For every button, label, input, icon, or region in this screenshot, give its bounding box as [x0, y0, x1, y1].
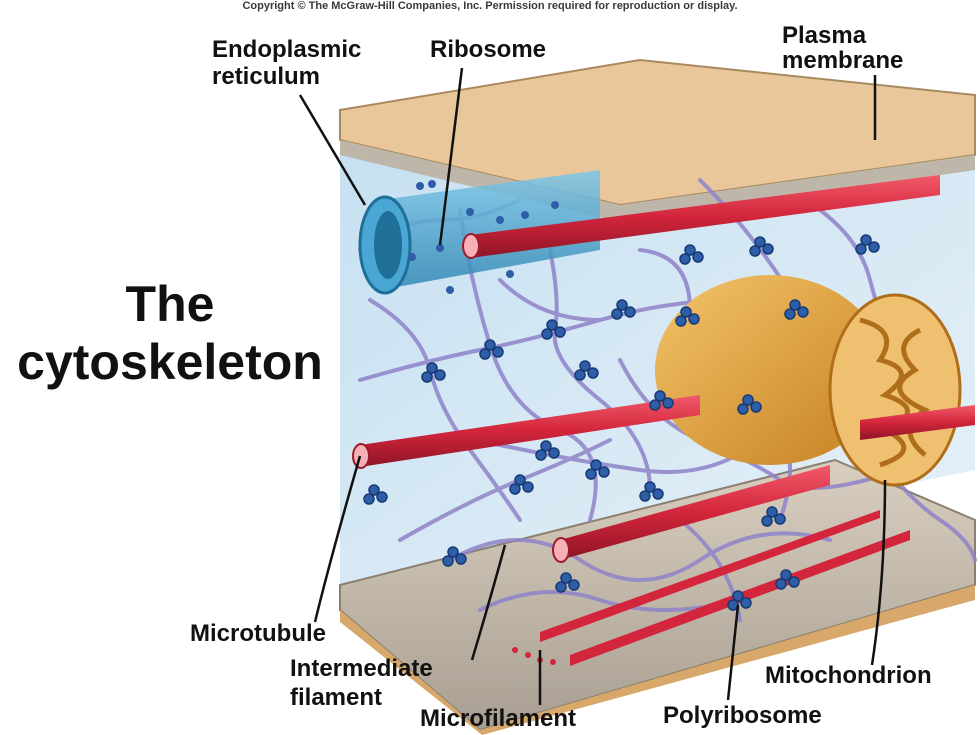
- label-microfilament: Microfilament: [420, 705, 577, 732]
- polyribosome: [784, 299, 809, 320]
- mitochondrion: [655, 275, 962, 487]
- label-endoplasmic-reticulum-2: reticulum: [212, 63, 321, 90]
- polyribosome: [639, 481, 664, 502]
- microtubule: [540, 510, 880, 642]
- polyribosome: [535, 440, 560, 461]
- label-plasma-membrane-2: membrane: [782, 47, 904, 74]
- ribosomes: [408, 180, 559, 294]
- title-line-2: cytoskeleton: [17, 334, 323, 390]
- polyribosome: [363, 484, 388, 505]
- polyribosome: [749, 236, 774, 257]
- polyribosome: [479, 339, 504, 360]
- polyribosome: [442, 546, 467, 567]
- endoplasmic-reticulum: [358, 170, 600, 295]
- label-ribosome: Ribosome: [430, 36, 547, 63]
- microtubule: [352, 395, 700, 469]
- microtubule: [860, 405, 975, 440]
- polyribosome: [675, 306, 700, 327]
- leader-mitochondrion: [870, 479, 887, 666]
- leader-microtubule: [313, 455, 362, 623]
- polyribosome: [649, 390, 674, 411]
- polyribosome: [761, 506, 786, 527]
- polyribosome: [421, 362, 446, 383]
- polyribosome: [509, 474, 534, 495]
- title-line-1: The: [125, 276, 215, 332]
- label-mitochondrion: Mitochondrion: [765, 662, 932, 689]
- leader-ribosome: [438, 67, 464, 246]
- leader-lines: [298, 67, 887, 705]
- label-plasma-membrane-1: Plasma: [782, 22, 867, 49]
- polyribosome: [611, 299, 636, 320]
- polyribosome: [679, 244, 704, 265]
- polyribosome: [855, 234, 880, 255]
- microtubule: [462, 175, 940, 259]
- label-polyribosome: Polyribosome: [663, 702, 822, 729]
- label-intermediate-filament-2: filament: [290, 684, 383, 711]
- polyribosomes: [363, 234, 880, 611]
- microtubule: [552, 465, 830, 563]
- polyribosome: [555, 572, 580, 593]
- microfilament-ends: [512, 647, 556, 665]
- leader-intermediate-filament: [470, 544, 507, 661]
- leader-polyribosome: [726, 604, 740, 701]
- leader-endoplasmic-reticulum: [298, 94, 367, 206]
- label-endoplasmic-reticulum-1: Endoplasmic: [212, 36, 362, 63]
- label-intermediate-filament-1: Intermediate: [290, 655, 433, 682]
- copyright-notice: Copyright © The McGraw-Hill Companies, I…: [242, 0, 738, 12]
- polyribosome: [775, 569, 800, 590]
- polyribosome: [574, 360, 599, 381]
- polyribosome: [541, 319, 566, 340]
- label-microtubule: Microtubule: [190, 620, 326, 647]
- polyribosome: [737, 394, 762, 415]
- polyribosome: [585, 459, 610, 480]
